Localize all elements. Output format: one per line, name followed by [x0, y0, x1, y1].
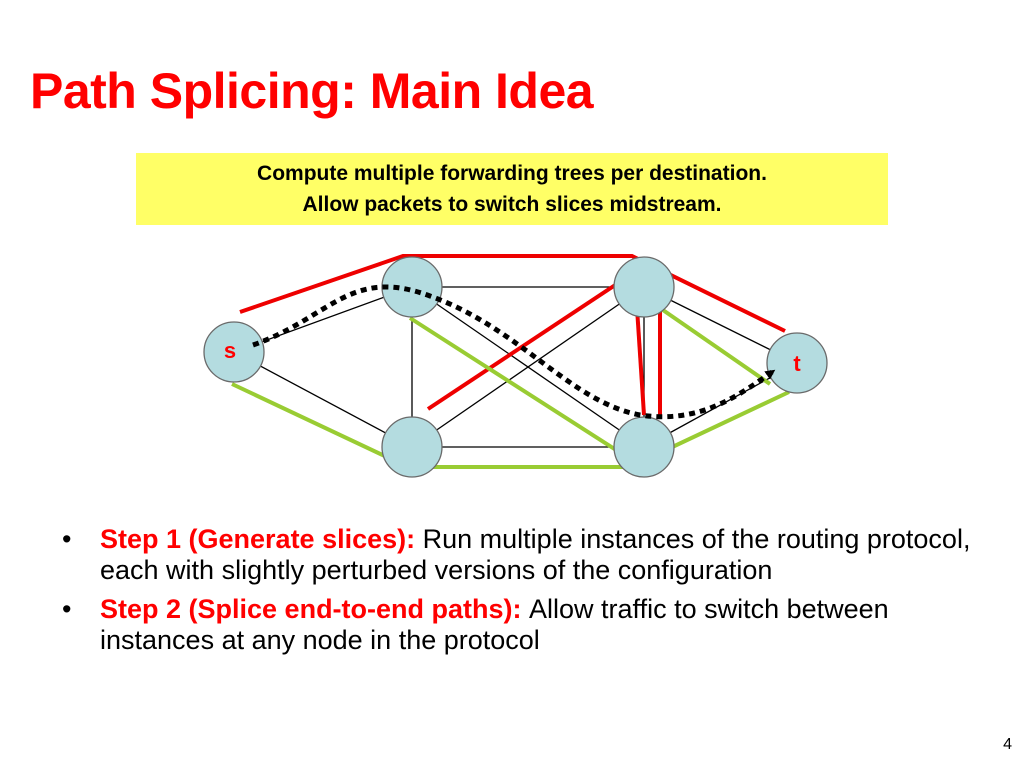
green-slice-diagonal: [408, 316, 640, 466]
bullet-2-label: Step 2 (Splice end-to-end paths):: [100, 594, 530, 624]
node-bottom-right: [613, 416, 675, 478]
green-slice: [231, 306, 790, 469]
node-top-right: [613, 256, 675, 318]
bullet-1-text: Run multiple instances of the routing pr…: [100, 524, 971, 585]
node-label-s: s: [224, 338, 236, 363]
node-s: [203, 321, 265, 383]
node-top-left: [381, 256, 443, 318]
callout-box: Compute multiple forwarding trees per de…: [136, 153, 888, 225]
green-slice-bottom: [231, 382, 790, 469]
bullet-list: • Step 1 (Generate slices): Run multiple…: [62, 524, 982, 664]
node-t: [766, 332, 828, 394]
bullet-marker-1: •: [62, 524, 72, 554]
node-label-t: t: [793, 351, 801, 376]
callout-line-2: Allow packets to switch slices midstream…: [302, 193, 722, 216]
bullet-item-1: • Step 1 (Generate slices): Run multiple…: [62, 524, 982, 586]
edge-c-b: [411, 286, 645, 448]
green-slice-right: [658, 306, 772, 386]
bullet-marker-2: •: [62, 594, 72, 624]
node-bottom-left: [381, 416, 443, 478]
red-slice-diagonal: [426, 260, 652, 411]
page-number: 4: [1003, 736, 1012, 753]
nodes: [203, 256, 828, 478]
bullet-item-2: • Step 2 (Splice end-to-end paths): Allo…: [62, 594, 982, 656]
red-slice-top: [239, 254, 786, 333]
bullet-2-text: Allow traffic to switch between instance…: [100, 594, 889, 655]
callout-line-1: Compute multiple forwarding trees per de…: [257, 162, 767, 185]
edge-s-c: [233, 351, 413, 448]
slide-title: Path Splicing: Main Idea: [30, 63, 594, 119]
spliced-path-arrow: [252, 284, 776, 420]
bullet-1-label: Step 1 (Generate slices):: [100, 524, 423, 554]
